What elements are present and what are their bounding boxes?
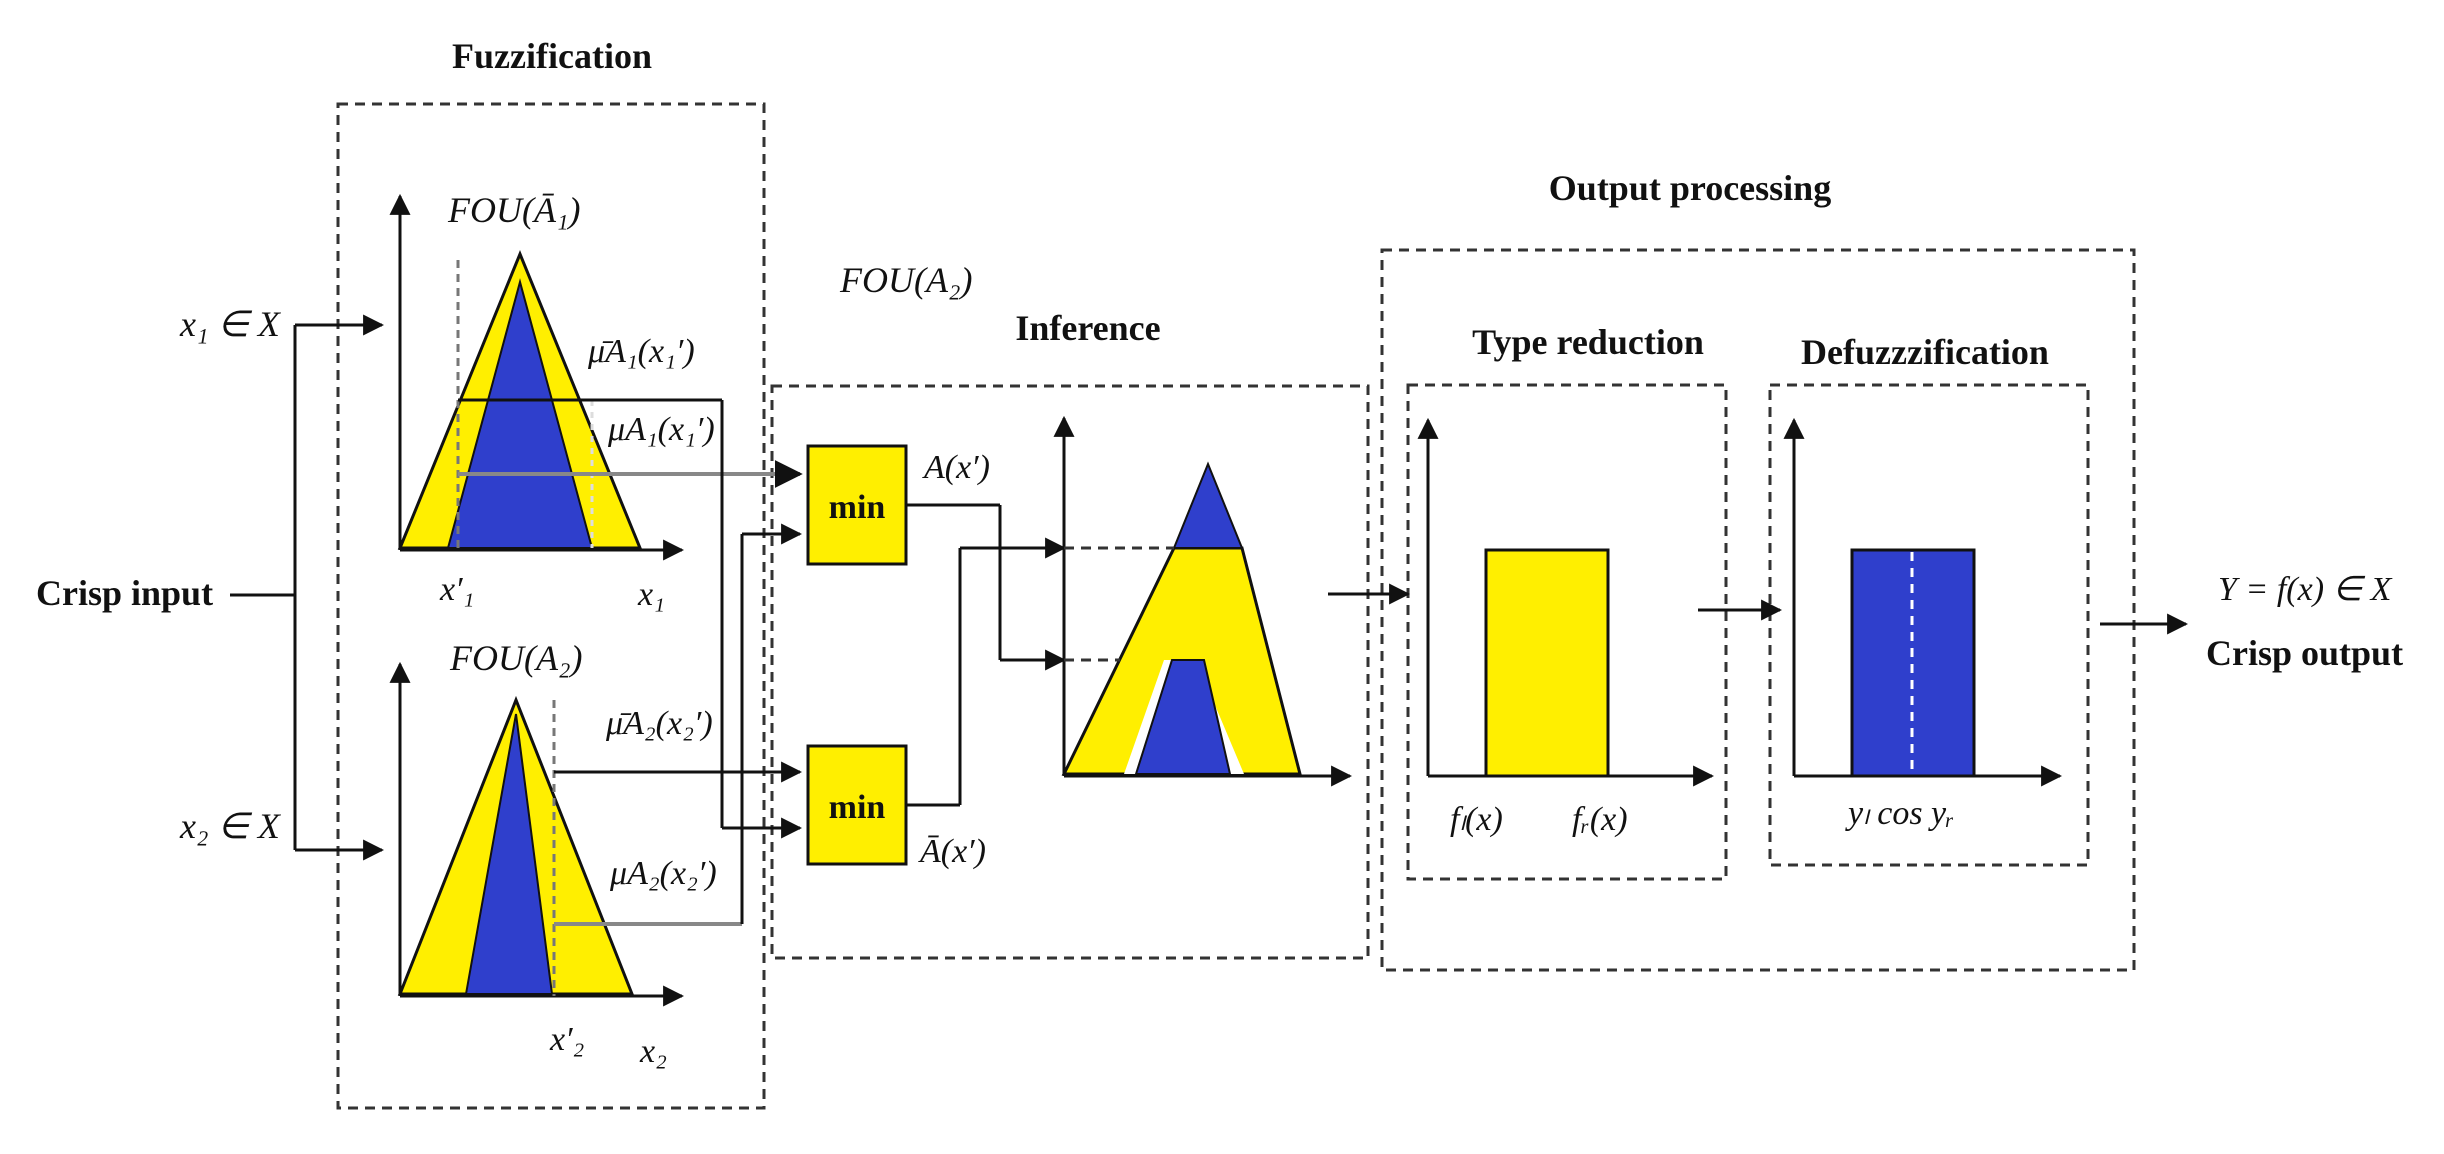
fou-a1-label: FOU(Ā₁) xyxy=(447,190,580,230)
mu-lower-a2-label: μA₂(x₂′) xyxy=(609,855,717,892)
min-bottom-label: min xyxy=(829,789,886,826)
fr-label: fᵣ(x) xyxy=(1572,801,1628,838)
min-output-lines xyxy=(906,503,1067,807)
fl-label: fₗ(x) xyxy=(1450,801,1503,838)
output-processing-title: Output processing xyxy=(1549,168,1831,208)
defuzzification-box xyxy=(1768,383,2090,867)
min-top-box xyxy=(806,444,908,566)
min-top-label: min xyxy=(829,489,886,526)
output-equation: Y = f(x) ∈ X xyxy=(2218,571,2393,608)
defuzzification-title: Defuzzzification xyxy=(1801,332,2049,372)
upper-a-label: Ā(x′) xyxy=(918,833,986,870)
min-bottom-box xyxy=(806,744,908,866)
mu-upper-a2-label: μ̄A₂(x₂′) xyxy=(605,705,713,742)
yl-yr-label: yₗ cos yᵣ xyxy=(1845,795,1955,832)
x2-prime-label: x′₂ xyxy=(549,1021,584,1058)
type-reduction-box xyxy=(1406,383,1728,881)
type-reduction-plot xyxy=(1417,417,1715,787)
defuzzification-plot xyxy=(1783,417,2063,787)
fuzzification-box xyxy=(336,102,766,1110)
membership-function-a2 xyxy=(389,661,803,1007)
mu-lower-a1-label: μA₁(x₁′) xyxy=(607,411,715,448)
crisp-output-label: Crisp output xyxy=(2206,633,2403,673)
inference-box xyxy=(770,384,1370,960)
x1-prime-label: x′₁ xyxy=(439,571,474,608)
lower-a-label: A(x′) xyxy=(922,449,990,486)
x2-axis-label: x₂ xyxy=(639,1033,667,1070)
fuzzification-title: Fuzzification xyxy=(452,36,652,76)
input-x2-label: x₂ ∈ X xyxy=(179,806,282,846)
inference-output-fou xyxy=(1053,415,1353,787)
inference-title: Inference xyxy=(1015,308,1160,348)
x1-axis-label: x₁ xyxy=(637,576,665,613)
membership-function-a1 xyxy=(389,193,803,561)
connector-lines xyxy=(720,430,803,898)
type-reduction-title: Type reduction xyxy=(1472,322,1704,362)
crisp-input-label: Crisp input xyxy=(36,573,213,613)
mu-upper-a1-label: μ̄A₁(x₁′) xyxy=(587,333,695,370)
fou-a2-inference-label: FOU(A₂) xyxy=(839,260,972,300)
fou-a2-label: FOU(A₂) xyxy=(449,638,582,678)
input-x1-label: x₁ ∈ X xyxy=(179,304,282,344)
output-processing-box xyxy=(1380,248,2136,972)
